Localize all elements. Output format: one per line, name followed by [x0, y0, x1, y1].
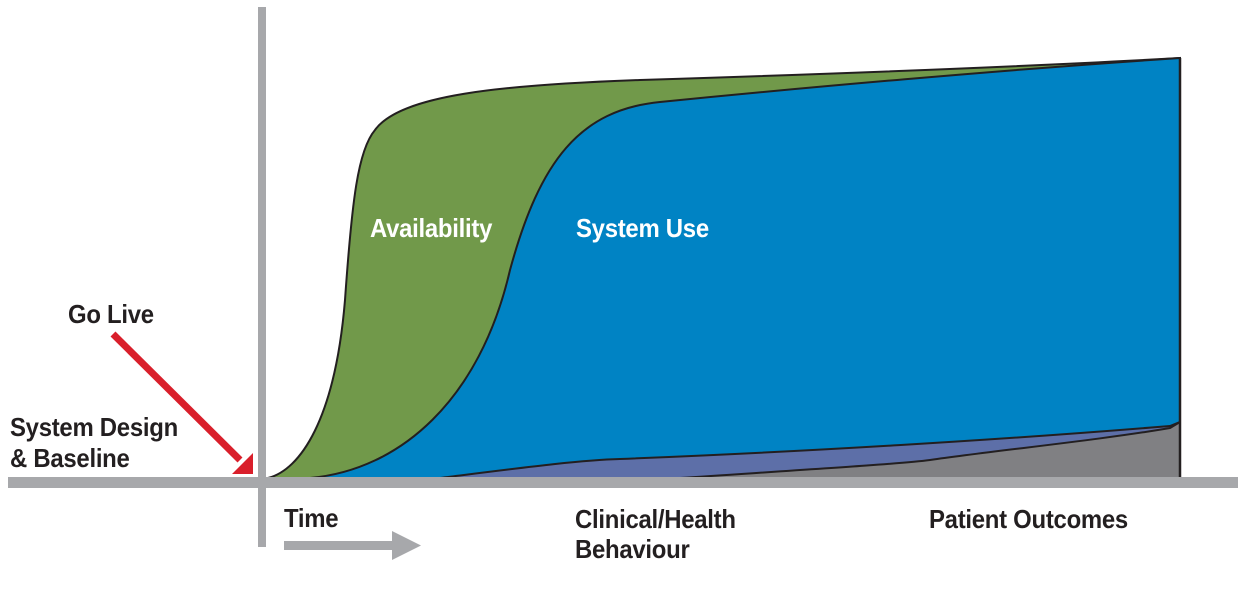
system-design-label-line1: System Design — [10, 412, 178, 442]
availability-label: Availability — [370, 213, 493, 243]
go-live-arrow-icon — [110, 331, 253, 474]
system-use-label: System Use — [576, 213, 709, 243]
clinical-behaviour-label-line2: Behaviour — [575, 534, 690, 564]
system-use-area — [309, 56, 1181, 479]
time-label: Time — [284, 503, 339, 533]
patient-outcomes-area — [679, 420, 1181, 479]
system-design-label-line2: & Baseline — [10, 443, 130, 473]
patient-outcomes-label: Patient Outcomes — [929, 504, 1128, 534]
clinical-behaviour-label-line1: Clinical/Health — [575, 504, 736, 534]
y-axis — [258, 7, 266, 547]
go-live-label: Go Live — [68, 299, 154, 329]
time-arrow-icon — [284, 531, 421, 560]
x-axis — [8, 477, 1238, 488]
